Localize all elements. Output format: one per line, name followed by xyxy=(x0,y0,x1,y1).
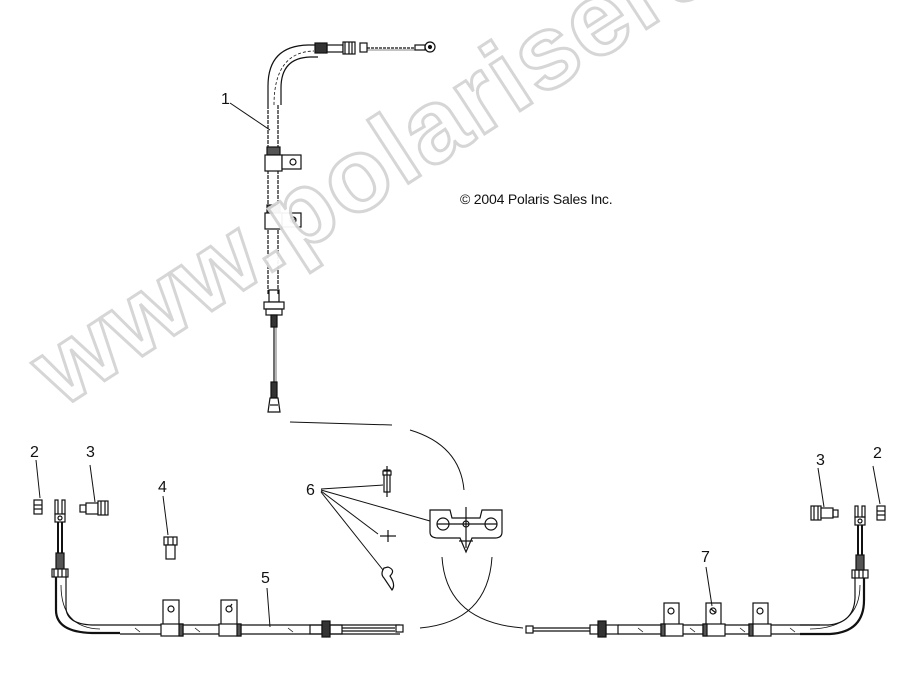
callout-3-right: 3 xyxy=(816,452,825,469)
copyright-text: © 2004 Polaris Sales Inc. xyxy=(460,191,613,207)
leader-line-2-left xyxy=(35,459,41,499)
callout-7: 7 xyxy=(701,549,710,566)
leader-line-4 xyxy=(162,495,169,536)
cotter-cross-part-6[interactable] xyxy=(380,530,396,542)
leader-line-1 xyxy=(229,102,271,131)
callout-5: 5 xyxy=(261,570,270,587)
leader-lines-6 xyxy=(320,484,431,571)
bracket-part-6[interactable] xyxy=(429,507,503,554)
callout-6: 6 xyxy=(306,482,315,499)
detail-arcs xyxy=(289,421,524,629)
cable-part-7[interactable] xyxy=(525,505,869,638)
callout-2-left: 2 xyxy=(30,444,39,461)
nut-part-2-right[interactable] xyxy=(876,505,886,521)
callout-1: 1 xyxy=(221,91,230,108)
callout-4: 4 xyxy=(158,479,167,496)
callout-3-left: 3 xyxy=(86,444,95,461)
cable-part-1[interactable] xyxy=(263,41,436,413)
leader-line-7 xyxy=(705,566,713,607)
bolt-part-4[interactable] xyxy=(163,536,178,560)
cable-part-5[interactable] xyxy=(51,499,404,638)
leader-line-3-right xyxy=(817,467,825,508)
leader-line-5 xyxy=(266,587,271,628)
pin-part-3-left[interactable] xyxy=(79,500,109,516)
clip-part-6[interactable] xyxy=(381,566,395,592)
pin-part-6[interactable] xyxy=(382,466,392,497)
leader-line-3-left xyxy=(89,464,96,503)
leader-line-2-right xyxy=(872,465,881,505)
callout-2-right: 2 xyxy=(873,445,882,462)
nut-part-2-left[interactable] xyxy=(33,499,43,515)
pin-part-3-right[interactable] xyxy=(810,505,839,521)
